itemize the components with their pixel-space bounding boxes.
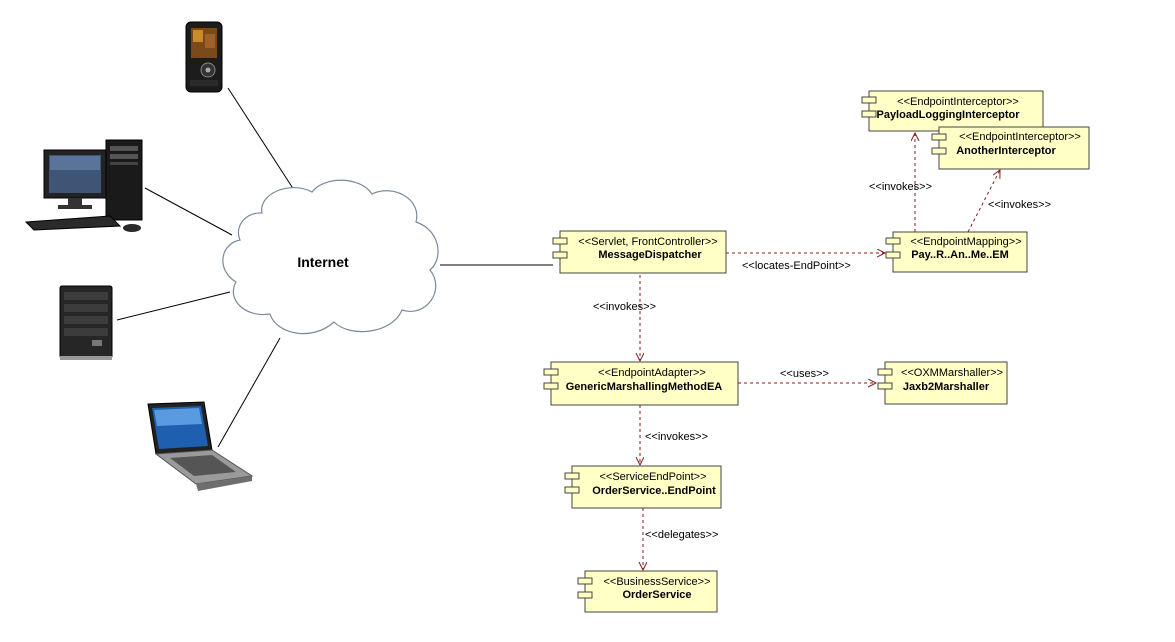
component-stereotype: <<EndpointInterceptor>>	[959, 131, 1081, 143]
mobile-link-line	[227, 87, 295, 191]
internet-label: Internet	[297, 254, 349, 270]
desktop-link-line	[144, 187, 233, 236]
component-stereotype: <<OXMMarshaller>>	[901, 367, 1003, 379]
component-stereotype: <<BusinessService>>	[603, 576, 710, 588]
invokes-service-endpoint-label: <<invokes>>	[645, 431, 708, 443]
desktop-computer-icon	[24, 139, 143, 232]
component-stereotype: <<EndpointMapping>>	[910, 236, 1021, 248]
laptop-link-line	[217, 337, 281, 448]
mobile-phone-icon	[185, 21, 223, 93]
order-service-component[interactable]: <<BusinessService>> OrderService	[577, 570, 718, 613]
endpoint-adapter-component[interactable]: <<EndpointAdapter>> GenericMarshallingMe…	[543, 361, 739, 406]
invokes-adapter-label: <<invokes>>	[593, 301, 656, 313]
component-stereotype: <<EndpointInterceptor>>	[897, 96, 1019, 108]
jaxb2-marshaller-component[interactable]: <<OXMMarshaller>> Jaxb2Marshaller	[877, 361, 1008, 405]
laptop-icon	[147, 401, 254, 491]
endpoint-mapping-component[interactable]: <<EndpointMapping>> Pay..R..An..Me..EM	[885, 231, 1028, 273]
component-name: OrderService..EndPoint	[592, 485, 716, 497]
service-endpoint-component[interactable]: <<ServiceEndPoint>> OrderService..EndPoi…	[564, 465, 722, 509]
payload-logging-interceptor-component[interactable]: <<EndpointInterceptor>> PayloadLoggingIn…	[861, 90, 1044, 132]
invokes-payload-interceptor-label: <<invokes>>	[869, 181, 932, 193]
component-stereotype: <<Servlet, FrontController>>	[578, 236, 717, 248]
component-name: AnotherInterceptor	[956, 145, 1056, 157]
component-stereotype: <<ServiceEndPoint>>	[599, 471, 706, 483]
invokes-another-interceptor-label: <<invokes>>	[988, 199, 1051, 211]
component-name: Pay..R..An..Me..EM	[911, 249, 1009, 261]
component-name: GenericMarshallingMethodEA	[566, 381, 723, 393]
internet-cloud: Internet	[222, 179, 439, 335]
component-stereotype: <<EndpointAdapter>>	[598, 367, 706, 379]
server-tower-icon	[59, 285, 113, 360]
component-name: OrderService	[622, 589, 691, 601]
component-name: MessageDispatcher	[598, 249, 702, 261]
delegates-label: <<delegates>>	[645, 529, 718, 541]
uses-marshaller-label: <<uses>>	[780, 368, 829, 380]
component-name: Jaxb2Marshaller	[903, 381, 990, 393]
component-name: PayloadLoggingInterceptor	[876, 109, 1020, 121]
another-interceptor-component[interactable]: <<EndpointInterceptor>> AnotherIntercept…	[931, 126, 1090, 170]
message-dispatcher-component[interactable]: <<Servlet, FrontController>> MessageDisp…	[552, 230, 727, 274]
locates-endpoint-label: <<locates-EndPoint>>	[742, 260, 851, 272]
server-link-line	[116, 291, 231, 321]
